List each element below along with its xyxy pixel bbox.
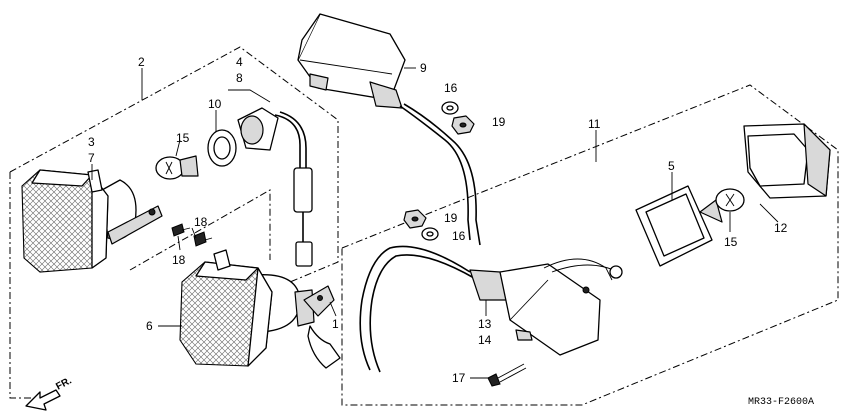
socket-ring-10	[207, 129, 237, 167]
callout-1: 1	[332, 317, 339, 331]
lens-12	[743, 123, 831, 199]
group-frame-2	[9, 46, 339, 399]
front-winker-assembly-6	[179, 249, 341, 369]
screw-17	[487, 363, 527, 387]
winker-assembly-9	[297, 13, 481, 246]
callout-9: 9	[420, 61, 427, 75]
group-frame-11	[341, 84, 839, 406]
direction-label: FR.	[54, 375, 74, 392]
callout-4: 4	[236, 55, 243, 69]
callout-2: 2	[138, 55, 145, 69]
rear-winker-assembly	[21, 169, 163, 273]
callout-6: 6	[146, 319, 153, 333]
callout-11: 11	[588, 117, 601, 131]
gasket-5	[635, 185, 713, 267]
nut-19-mid	[403, 209, 427, 229]
callout-17: 17	[452, 371, 466, 385]
callout-10: 10	[208, 97, 222, 111]
callout-16-mid: 16	[452, 229, 466, 243]
front-direction-arrow-icon	[25, 389, 61, 411]
callout-7: 7	[88, 151, 95, 165]
washer-16-top	[441, 101, 459, 115]
callout-15-right: 15	[724, 235, 738, 249]
bulb-15-left	[155, 155, 199, 180]
washer-16-mid	[421, 227, 439, 241]
bolt-18-a	[171, 223, 191, 237]
callout-19-top: 19	[492, 115, 506, 129]
callout-15-left: 15	[176, 131, 190, 145]
bulb-15-right	[699, 188, 745, 223]
socket-4-8	[237, 107, 313, 267]
callout-8: 8	[236, 71, 243, 85]
callout-13: 13	[478, 317, 492, 331]
bolt-18-b	[193, 231, 213, 247]
callout-16-top: 16	[444, 81, 458, 95]
callout-3: 3	[88, 135, 95, 149]
winker-assembly-13-14	[359, 245, 623, 373]
callout-5: 5	[668, 159, 675, 173]
callout-18-right: 18	[194, 215, 208, 229]
callout-19-mid: 19	[444, 211, 458, 225]
callout-14: 14	[478, 333, 492, 347]
leader-lines	[91, 67, 779, 379]
diagram-code: MR33-F2600A	[748, 397, 814, 408]
nut-19-top	[451, 115, 475, 135]
callout-18-left: 18	[172, 253, 186, 267]
callout-12: 12	[774, 221, 788, 235]
